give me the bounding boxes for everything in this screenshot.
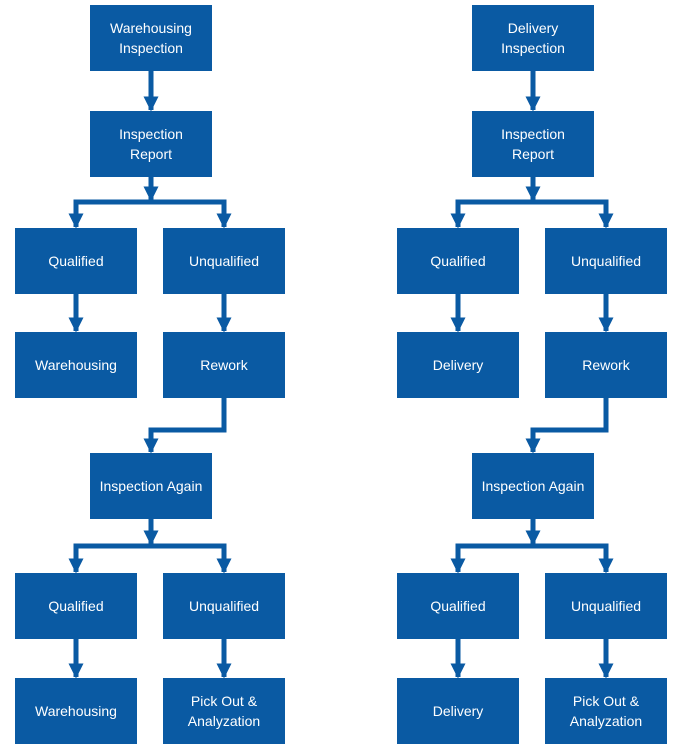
node-unqualified1: Unqualified (163, 228, 285, 294)
split-bar-2 (73, 543, 227, 572)
node-report: Inspection Report (90, 111, 212, 177)
node-unqualified2: Unqualified (545, 573, 667, 639)
node-again: Inspection Again (90, 453, 212, 519)
node-rework: Rework (545, 332, 667, 398)
split-bar-1 (455, 199, 609, 227)
node-qualified1: Qualified (15, 228, 137, 294)
node-start: Warehousing Inspection (90, 5, 212, 71)
node-unqualified2: Unqualified (163, 573, 285, 639)
node-pass2: Delivery (397, 678, 519, 744)
arrow-rework-again (525, 398, 609, 454)
node-pass1: Warehousing (15, 332, 137, 398)
node-pass1: Delivery (397, 332, 519, 398)
node-again: Inspection Again (472, 453, 594, 519)
node-qualified2: Qualified (15, 573, 137, 639)
node-pass2: Warehousing (15, 678, 137, 744)
node-report: Inspection Report (472, 111, 594, 177)
split-bar-2 (455, 543, 609, 572)
node-pickout: Pick Out & Analyzation (163, 678, 285, 744)
arrow-rework-again (143, 398, 227, 454)
split-bar-1 (73, 199, 227, 227)
node-rework: Rework (163, 332, 285, 398)
node-qualified1: Qualified (397, 228, 519, 294)
node-unqualified1: Unqualified (545, 228, 667, 294)
node-qualified2: Qualified (397, 573, 519, 639)
node-pickout: Pick Out & Analyzation (545, 678, 667, 744)
node-start: Delivery Inspection (472, 5, 594, 71)
